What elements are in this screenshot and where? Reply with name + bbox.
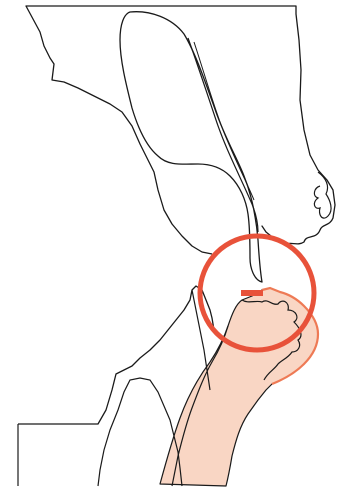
cranial-base-outline (26, 6, 335, 244)
styloid-thin-process (188, 38, 258, 232)
mandible-ramus-outline (18, 286, 214, 424)
condyle-neck-fill (160, 288, 318, 486)
condyle-position-marker (241, 290, 263, 296)
skull-left-profile (26, 6, 212, 254)
maxillary-tooth-outline (314, 172, 331, 218)
styloid-thin-process-inner (194, 42, 254, 200)
